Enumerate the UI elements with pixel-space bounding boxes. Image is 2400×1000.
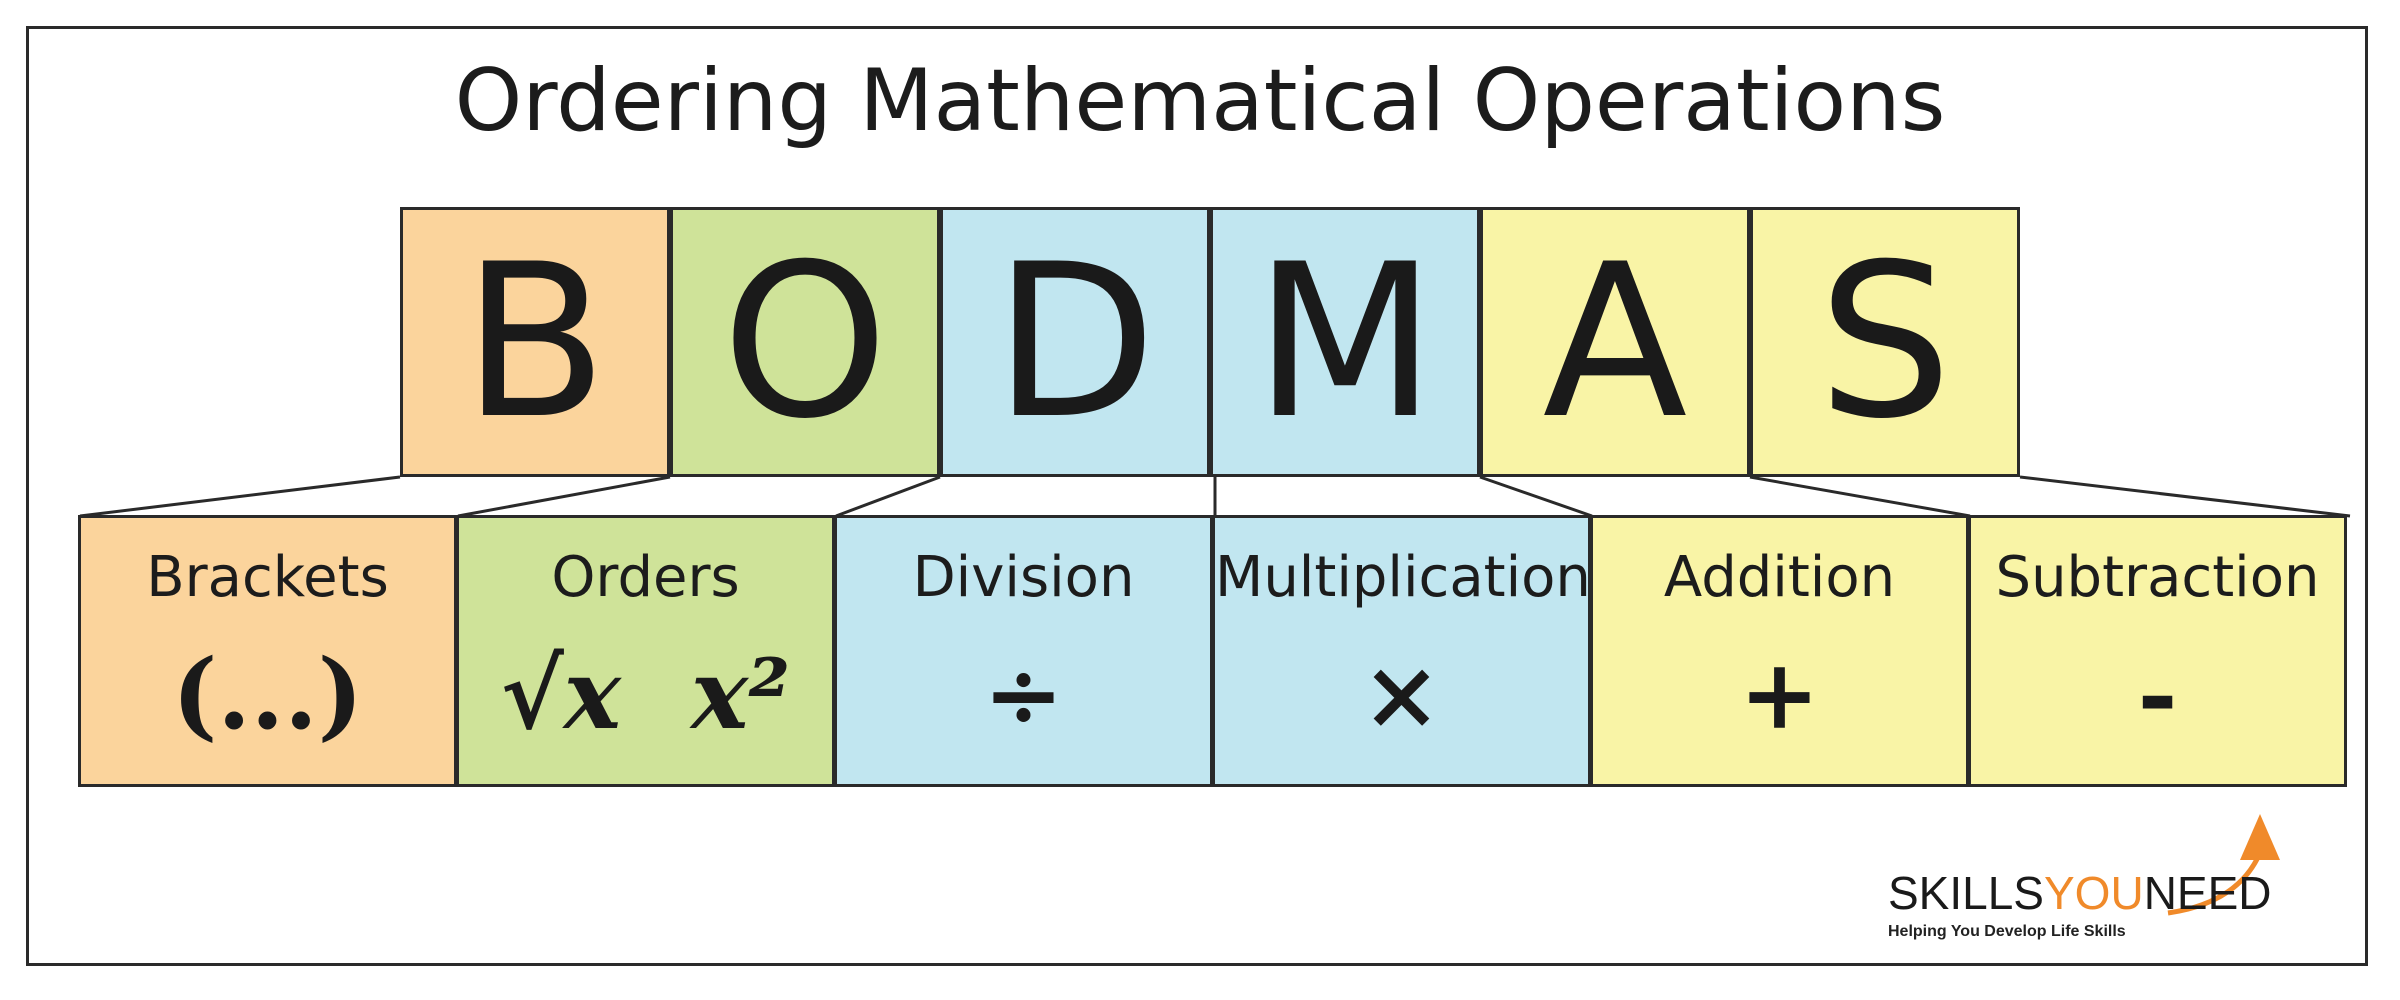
letter-text: S <box>1817 218 1953 465</box>
connector-b-left <box>79 475 401 518</box>
operation-label: Subtraction <box>1995 545 2320 610</box>
connector-s-left <box>1749 475 1971 518</box>
operation-label: Brackets <box>146 545 389 610</box>
square-root-symbol: √x <box>500 638 622 751</box>
operation-division: Division ÷ <box>834 515 1213 787</box>
operation-addition: Addition + <box>1590 515 1969 787</box>
letter-text: D <box>993 218 1157 465</box>
brackets-symbol: (...) <box>171 638 364 751</box>
subtraction-symbol: - <box>2137 638 2178 751</box>
operation-multiplication: Multiplication × <box>1212 515 1591 787</box>
logo-part-you: YOU <box>2044 867 2144 919</box>
letter-text: O <box>721 218 889 465</box>
letter-text: B <box>462 218 608 465</box>
acronym-letter-b: B <box>400 207 670 477</box>
power-symbol: x² <box>691 638 791 751</box>
operation-label: Division <box>912 545 1135 610</box>
brand-logo: SKILLSYOUNEED Helping You Develop Life S… <box>1888 808 2308 948</box>
multiplication-symbol: × <box>1361 638 1442 751</box>
addition-symbol: + <box>1739 638 1820 751</box>
diagram-title: Ordering Mathematical Operations <box>454 51 1946 151</box>
operation-orders: Orders √x x² <box>456 515 835 787</box>
logo-part-skills: SKILLS <box>1888 867 2044 919</box>
logo-tagline: Helping You Develop Life Skills <box>1888 923 2126 940</box>
connector-s-right <box>2019 475 2351 518</box>
operation-label: Addition <box>1663 545 1896 610</box>
division-symbol: ÷ <box>983 638 1064 751</box>
operation-brackets: Brackets (...) <box>78 515 457 787</box>
connector-b-right <box>457 475 671 518</box>
connector-a-left <box>1479 475 1593 518</box>
letter-text: M <box>1253 218 1437 465</box>
operation-label: Multiplication <box>1215 545 1591 610</box>
arrow-up-icon <box>2167 814 2280 916</box>
acronym-letter-s: S <box>1750 207 2020 477</box>
diagram-frame <box>26 26 2368 966</box>
acronym-letter-m: M <box>1210 207 1480 477</box>
operation-label: Orders <box>551 545 740 610</box>
acronym-letter-o: O <box>670 207 940 477</box>
letter-text: A <box>1542 218 1688 465</box>
acronym-letter-d: D <box>940 207 1210 477</box>
logo-wordmark: SKILLSYOUNEED <box>1888 870 2272 916</box>
orders-symbol: √x x² <box>459 640 832 750</box>
acronym-letter-a: A <box>1480 207 1750 477</box>
connector-o-right <box>835 475 941 518</box>
logo-part-need: NEED <box>2143 867 2272 919</box>
operation-subtraction: Subtraction - <box>1968 515 2347 787</box>
